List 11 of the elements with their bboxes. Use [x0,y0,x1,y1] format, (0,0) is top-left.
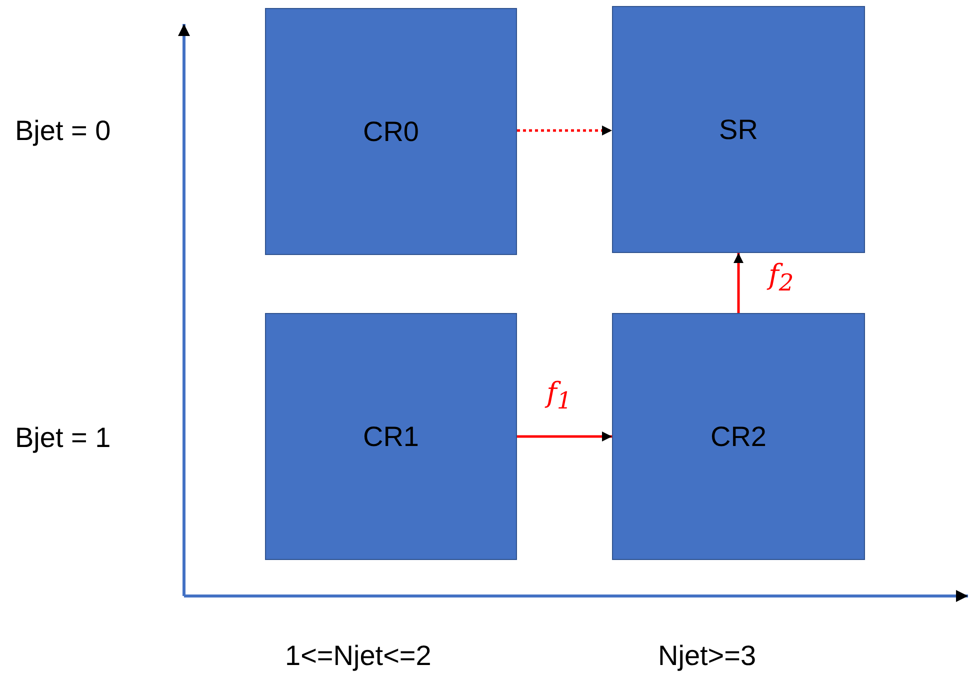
axis-label: Bjet = 1 [15,422,111,454]
region-box: CR1 [265,313,517,560]
arrow [517,432,612,442]
region-box: CR2 [612,313,865,560]
arrow [517,126,612,136]
arrow [734,253,744,313]
region-box: SR [612,6,865,253]
axis-label: Njet>=3 [658,640,756,672]
axis-label: 1<=Njet<=2 [285,640,432,672]
axis-label: Bjet = 0 [15,115,111,147]
region-box: CR0 [265,8,517,255]
